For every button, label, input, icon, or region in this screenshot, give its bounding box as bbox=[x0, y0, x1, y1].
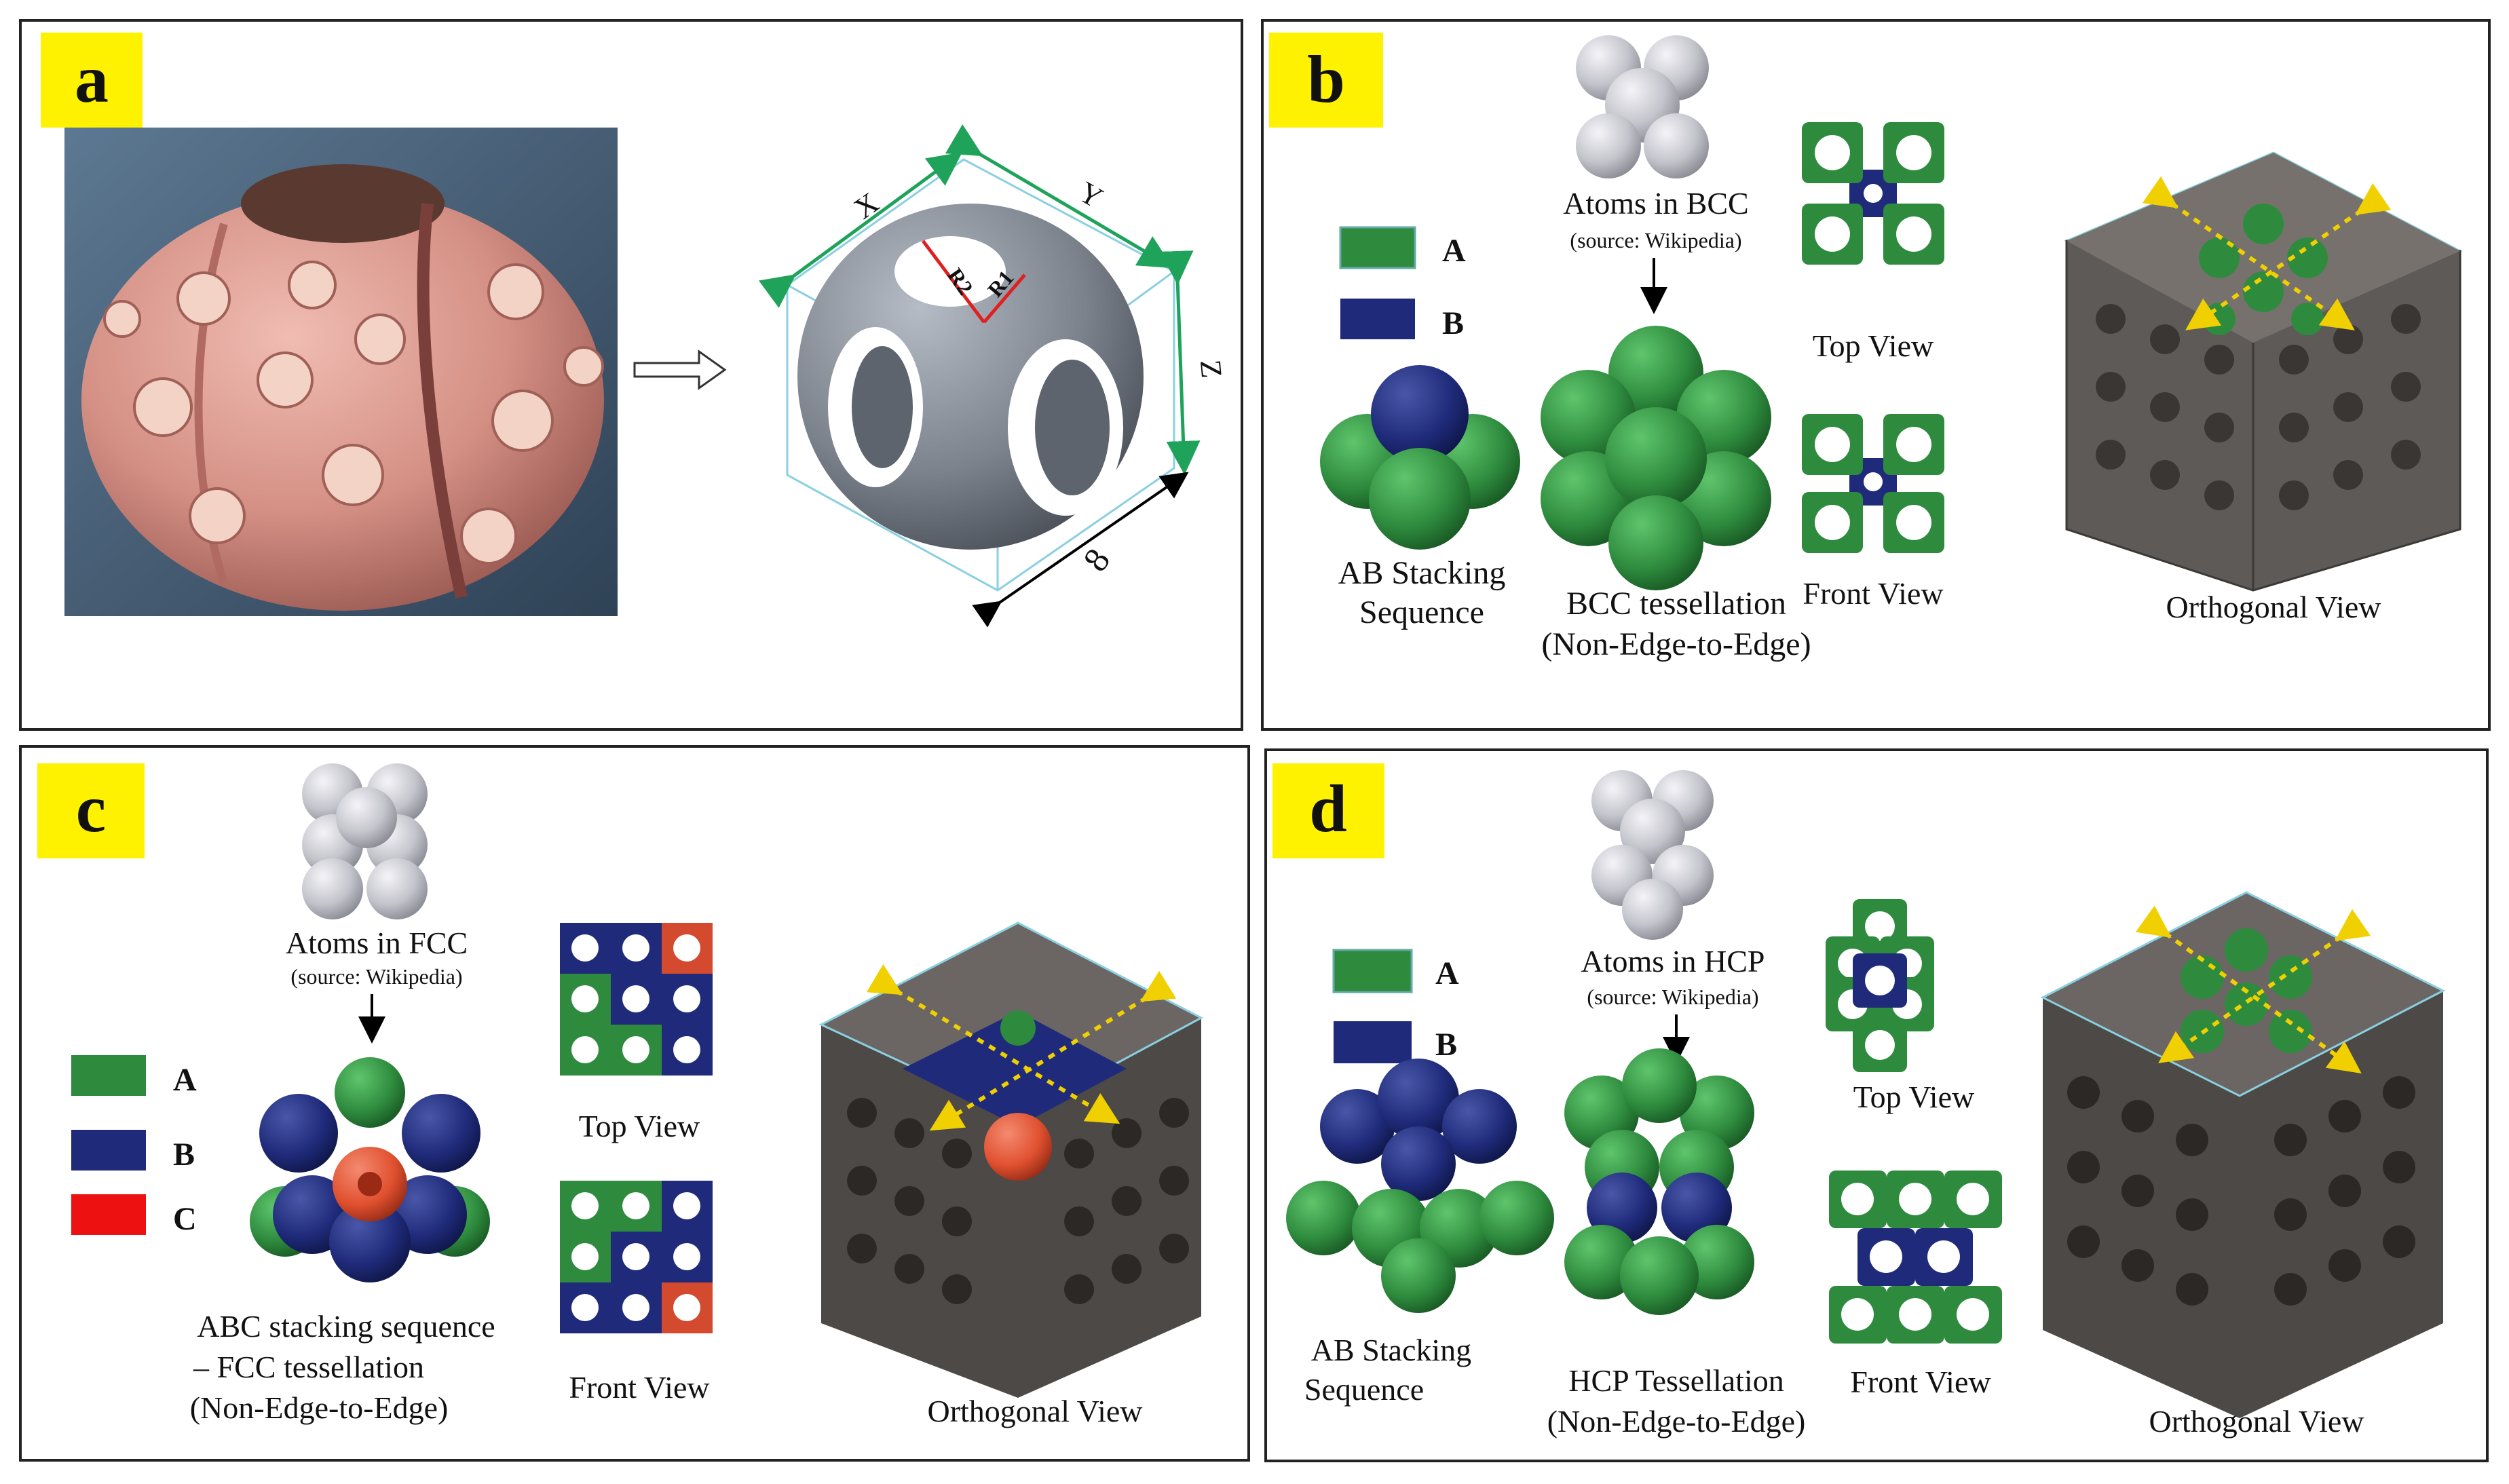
hcp-atoms-title: Atoms in HCP bbox=[1581, 944, 1765, 978]
fcc-source-label: (source: Wikipedia) bbox=[290, 964, 462, 989]
panel-d-tag-bg bbox=[1272, 763, 1384, 858]
stack-label-line2: Sequence bbox=[1359, 594, 1484, 630]
hcp-front-view bbox=[1829, 1171, 2002, 1344]
panel-b-tag: b bbox=[1307, 41, 1345, 117]
fcc-ortho-label: Orthogonal View bbox=[927, 1394, 1143, 1428]
hcp-top-view-label: Top View bbox=[1853, 1080, 1975, 1114]
sea-urchin-photo bbox=[64, 128, 618, 616]
hcp-tess-line2: (Non-Edge-to-Edge) bbox=[1547, 1404, 1806, 1439]
dim-z-label: Z bbox=[1194, 358, 1228, 379]
hcp-atoms-model bbox=[1591, 770, 1714, 940]
legend-label-b: B bbox=[1442, 305, 1464, 341]
bcc-tessellation-model bbox=[1541, 326, 1771, 590]
legend-label-a: A bbox=[1442, 233, 1466, 269]
bcc-ortho-label: Orthogonal View bbox=[2166, 590, 2381, 624]
fcc-tess-line1: ABC stacking sequence bbox=[197, 1309, 495, 1344]
hcp-stack-line1: AB Stacking bbox=[1311, 1333, 1471, 1367]
bcc-top-view bbox=[1802, 122, 1944, 265]
bcc-orthogonal-model bbox=[2064, 151, 2463, 592]
dim-z-arrow bbox=[1159, 250, 1201, 475]
bcc-tess-line1: BCC tessellation bbox=[1566, 586, 1786, 622]
fcc-orthogonal-model bbox=[818, 921, 1204, 1398]
panel-a-tag: a bbox=[75, 41, 109, 117]
bcc-atoms-model bbox=[1576, 35, 1709, 178]
legend-c-swatch-a bbox=[71, 1055, 146, 1096]
legend-swatch-b bbox=[1340, 299, 1415, 339]
legend-d-swatch-a bbox=[1332, 949, 1413, 993]
bcc-atoms-title: Atoms in BCC bbox=[1563, 186, 1749, 221]
hcp-ortho-label: Orthogonal View bbox=[2149, 1404, 2364, 1439]
hcp-tess-line1: HCP Tessellation bbox=[1568, 1363, 1784, 1398]
r2-line bbox=[922, 240, 985, 324]
bcc-source-label: (source: Wikipedia) bbox=[1570, 228, 1741, 252]
r1-line bbox=[983, 273, 1026, 324]
fcc-tess-line2: – FCC tessellation bbox=[193, 1350, 424, 1384]
panel-d-tag: d bbox=[1309, 771, 1347, 846]
legend-c-swatch-c bbox=[71, 1194, 146, 1235]
legend-d-label-b: B bbox=[1435, 1027, 1457, 1063]
fcc-front-view bbox=[560, 1181, 713, 1333]
legend-d-swatch-b bbox=[1334, 1021, 1412, 1063]
dim-edge-arrow bbox=[972, 472, 1189, 628]
panel-a-tag-bg bbox=[41, 33, 143, 128]
bcc-tess-line2: (Non-Edge-to-Edge) bbox=[1541, 626, 1811, 662]
panel-b: b A B AB Stacking Sequence Atoms in BCC … bbox=[1261, 19, 2491, 731]
hcp-top-view bbox=[1826, 899, 1934, 1072]
unit-cell-model: X Y Z R2 R1 8 bbox=[758, 124, 1228, 628]
fcc-tessellation-model bbox=[250, 1057, 490, 1282]
panel-c: c A B C Atoms in FCC (source: Wikipedia) bbox=[19, 745, 1250, 1462]
fcc-top-view-label: Top View bbox=[579, 1109, 700, 1143]
fcc-atoms-title: Atoms in FCC bbox=[286, 926, 468, 960]
panel-a: a bbox=[19, 19, 1243, 731]
fcc-top-view bbox=[560, 923, 713, 1076]
panel-d: d A B AB Stacking Sequence Atoms in HCP bbox=[1264, 748, 2489, 1462]
bcc-front-view bbox=[1802, 414, 1944, 553]
legend-d-label-a: A bbox=[1435, 955, 1459, 991]
hcp-stack-line2: Sequence bbox=[1304, 1372, 1424, 1407]
transform-arrow-icon bbox=[633, 349, 727, 390]
bcc-top-view-label: Top View bbox=[1813, 328, 1934, 363]
panel-c-tag-bg bbox=[37, 763, 145, 858]
legend-c-label-c: C bbox=[173, 1201, 197, 1237]
panel-c-tag: c bbox=[76, 771, 106, 846]
fcc-front-view-label: Front View bbox=[569, 1370, 710, 1405]
fcc-atoms-model bbox=[302, 763, 428, 919]
legend-c-swatch-b bbox=[71, 1130, 146, 1171]
legend-c-label-b: B bbox=[173, 1137, 195, 1173]
panel-b-tag-bg bbox=[1269, 33, 1383, 128]
fcc-tess-line3: (Non-Edge-to-Edge) bbox=[190, 1390, 449, 1425]
ab-stacking-model bbox=[1320, 365, 1520, 550]
hcp-front-view-label: Front View bbox=[1850, 1365, 1991, 1399]
dim-x-arrow bbox=[758, 152, 963, 308]
hcp-tessellation-model bbox=[1564, 1048, 1754, 1315]
bcc-front-view-label: Front View bbox=[1803, 576, 1944, 611]
legend-swatch-a bbox=[1339, 226, 1416, 269]
hcp-source-label: (source: Wikipedia) bbox=[1587, 985, 1758, 1009]
hcp-ab-stacking-model bbox=[1286, 1059, 1554, 1313]
legend-c-label-a: A bbox=[173, 1062, 197, 1098]
stack-label-line1: AB Stacking bbox=[1338, 555, 1506, 591]
dim-y-arrow bbox=[945, 124, 1173, 269]
hcp-orthogonal-model bbox=[2040, 891, 2446, 1418]
